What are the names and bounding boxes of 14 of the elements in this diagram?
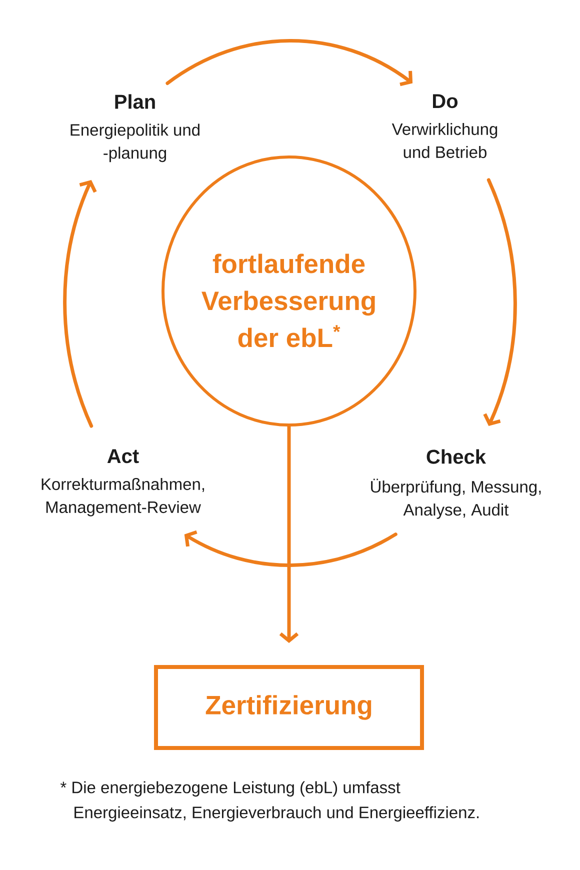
cycle-arrow bbox=[483, 178, 517, 426]
result-box: Zertifizierung bbox=[154, 665, 424, 750]
phase-title: Do bbox=[433, 94, 458, 108]
cycle-arrow bbox=[166, 38, 413, 86]
phase-description: Korrekturmaßnahmen, Management-Review bbox=[42, 478, 204, 516]
cycle-arrow bbox=[184, 530, 398, 567]
phase-description: Überprüfung, Messung, Analyse, Audit bbox=[371, 478, 541, 519]
phase-description: Verwirklichung und Betrieb bbox=[392, 122, 498, 158]
phase-title: Act bbox=[107, 449, 139, 464]
cycle-arrow bbox=[63, 180, 97, 428]
arrow bbox=[279, 424, 299, 643]
phase-title: Check bbox=[426, 449, 486, 464]
phase-title: Plan bbox=[115, 94, 155, 109]
footnote: * Die energiebezogene Leistung (ebL) umfasst Energieeinsatz, Energieverbrauch und Energieeffizienz. bbox=[60, 781, 479, 822]
